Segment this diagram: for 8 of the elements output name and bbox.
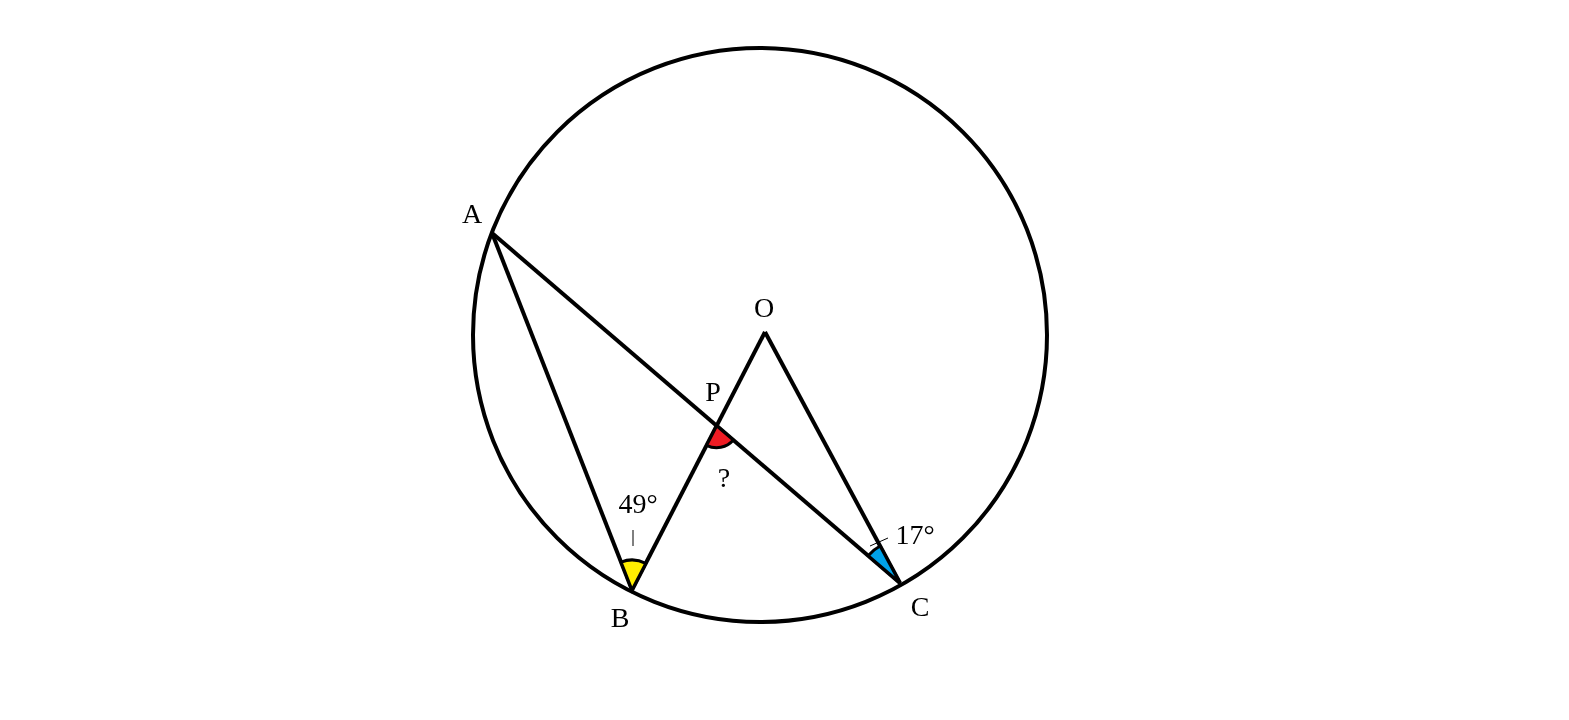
point-label: B (610, 604, 630, 632)
point-label: A (461, 200, 483, 228)
point-label: 17° (895, 521, 935, 549)
point-label: 49° (618, 490, 658, 518)
point-label: P (705, 378, 721, 406)
point-label: O (753, 294, 775, 322)
point-label: C (910, 593, 930, 621)
point-label: ? (717, 464, 731, 492)
